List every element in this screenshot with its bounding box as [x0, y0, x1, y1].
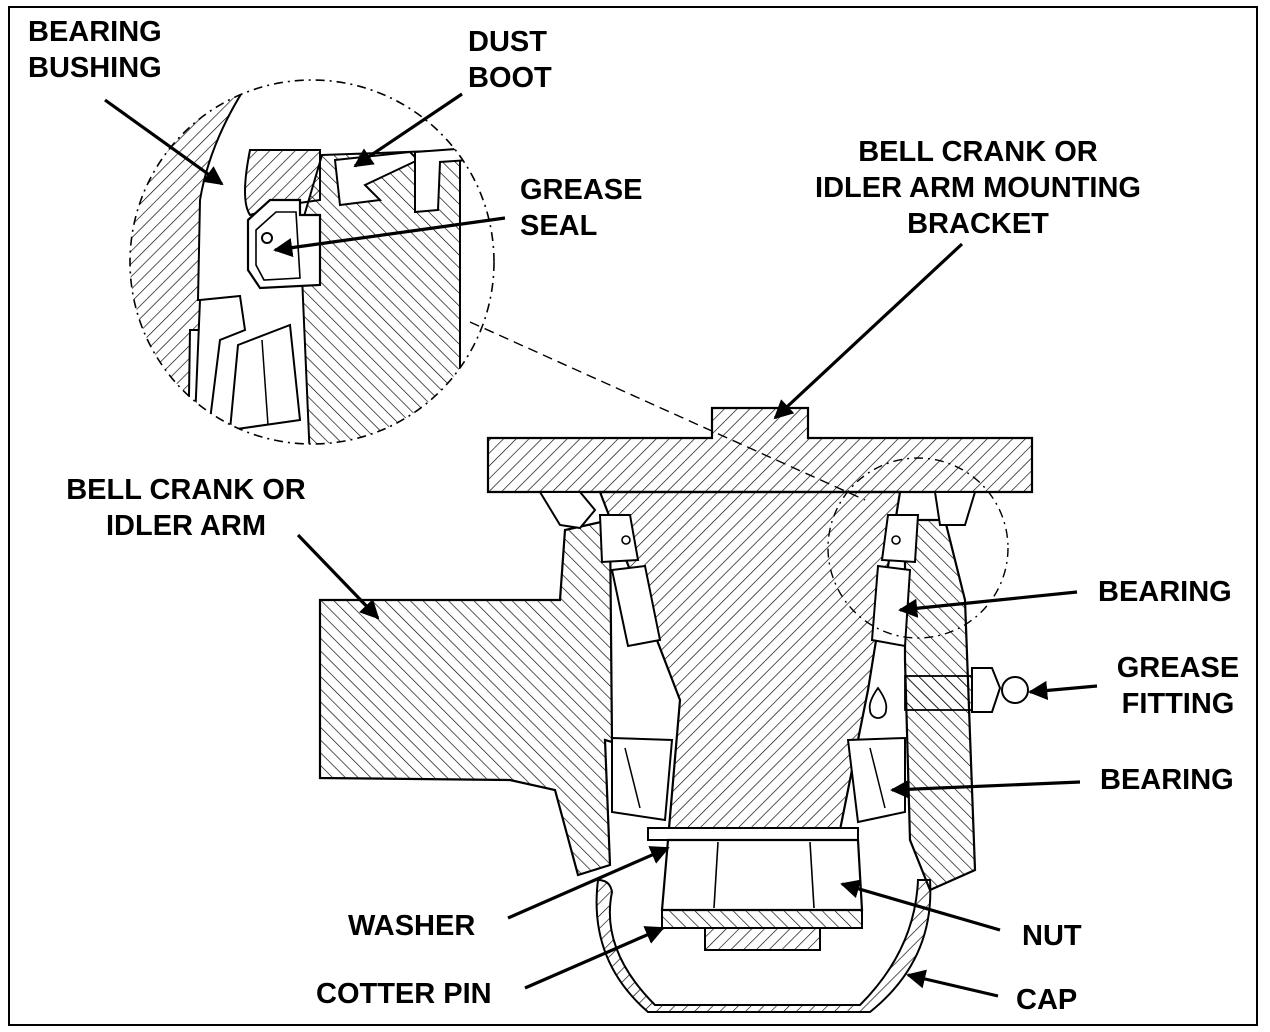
label-bearing-bushing-line1: BEARING — [28, 16, 162, 48]
label-mounting-bracket-line2: IDLER ARM MOUNTING — [815, 172, 1141, 204]
label-grease-seal-line1: GREASE — [520, 174, 643, 206]
label-bearing-bushing-line2: BUSHING — [28, 52, 162, 84]
leader-arrows — [104, 92, 1098, 998]
label-washer: WASHER — [348, 910, 476, 942]
label-grease-fitting-line1: GREASE — [1116, 652, 1240, 684]
label-idler-arm-line2: IDLER ARM — [105, 510, 267, 542]
arrow-mounting-bracket — [773, 242, 964, 420]
label-dust-boot: DUST BOOT — [468, 24, 552, 96]
label-cap: CAP — [1016, 984, 1078, 1016]
label-grease-seal-line2: SEAL — [520, 210, 598, 242]
label-dust-boot-line2: BOOT — [468, 62, 552, 94]
arrow-cotter-pin — [524, 926, 665, 990]
arrow-bearing-bushing — [104, 98, 224, 186]
arrow-bearing-upper — [898, 590, 1078, 618]
label-mounting-bracket-line3: BRACKET — [907, 208, 1049, 240]
main-assembly — [318, 406, 1034, 1013]
arrow-cap — [906, 969, 999, 998]
arrow-grease-fitting — [1028, 680, 1098, 701]
label-idler-arm: BELL CRANK OR IDLER ARM — [48, 472, 324, 544]
arrow-dust-boot — [353, 92, 463, 168]
label-dust-boot-line1: DUST — [468, 26, 547, 58]
arrow-nut — [840, 879, 1001, 932]
arrow-grease-seal — [273, 216, 506, 258]
label-bearing-upper: BEARING — [1098, 576, 1232, 608]
label-grease-fitting-line2: FITTING — [1121, 688, 1235, 720]
detail-magnifier — [129, 79, 495, 445]
label-bearing-bushing: BEARING BUSHING — [28, 14, 162, 86]
arrow-bearing-lower — [890, 779, 1081, 799]
arrow-idler-arm — [296, 533, 380, 620]
label-cotter-pin: COTTER PIN — [316, 978, 492, 1010]
label-mounting-bracket-line1: BELL CRANK OR — [858, 136, 1098, 168]
label-grease-fitting: GREASE FITTING — [1100, 650, 1256, 722]
label-grease-seal: GREASE SEAL — [520, 172, 642, 244]
arrow-washer — [507, 846, 670, 920]
label-idler-arm-line1: BELL CRANK OR — [66, 474, 306, 506]
label-bearing-lower: BEARING — [1100, 764, 1234, 796]
label-mounting-bracket: BELL CRANK OR IDLER ARM MOUNTING BRACKET — [788, 134, 1168, 242]
label-nut: NUT — [1022, 920, 1082, 952]
